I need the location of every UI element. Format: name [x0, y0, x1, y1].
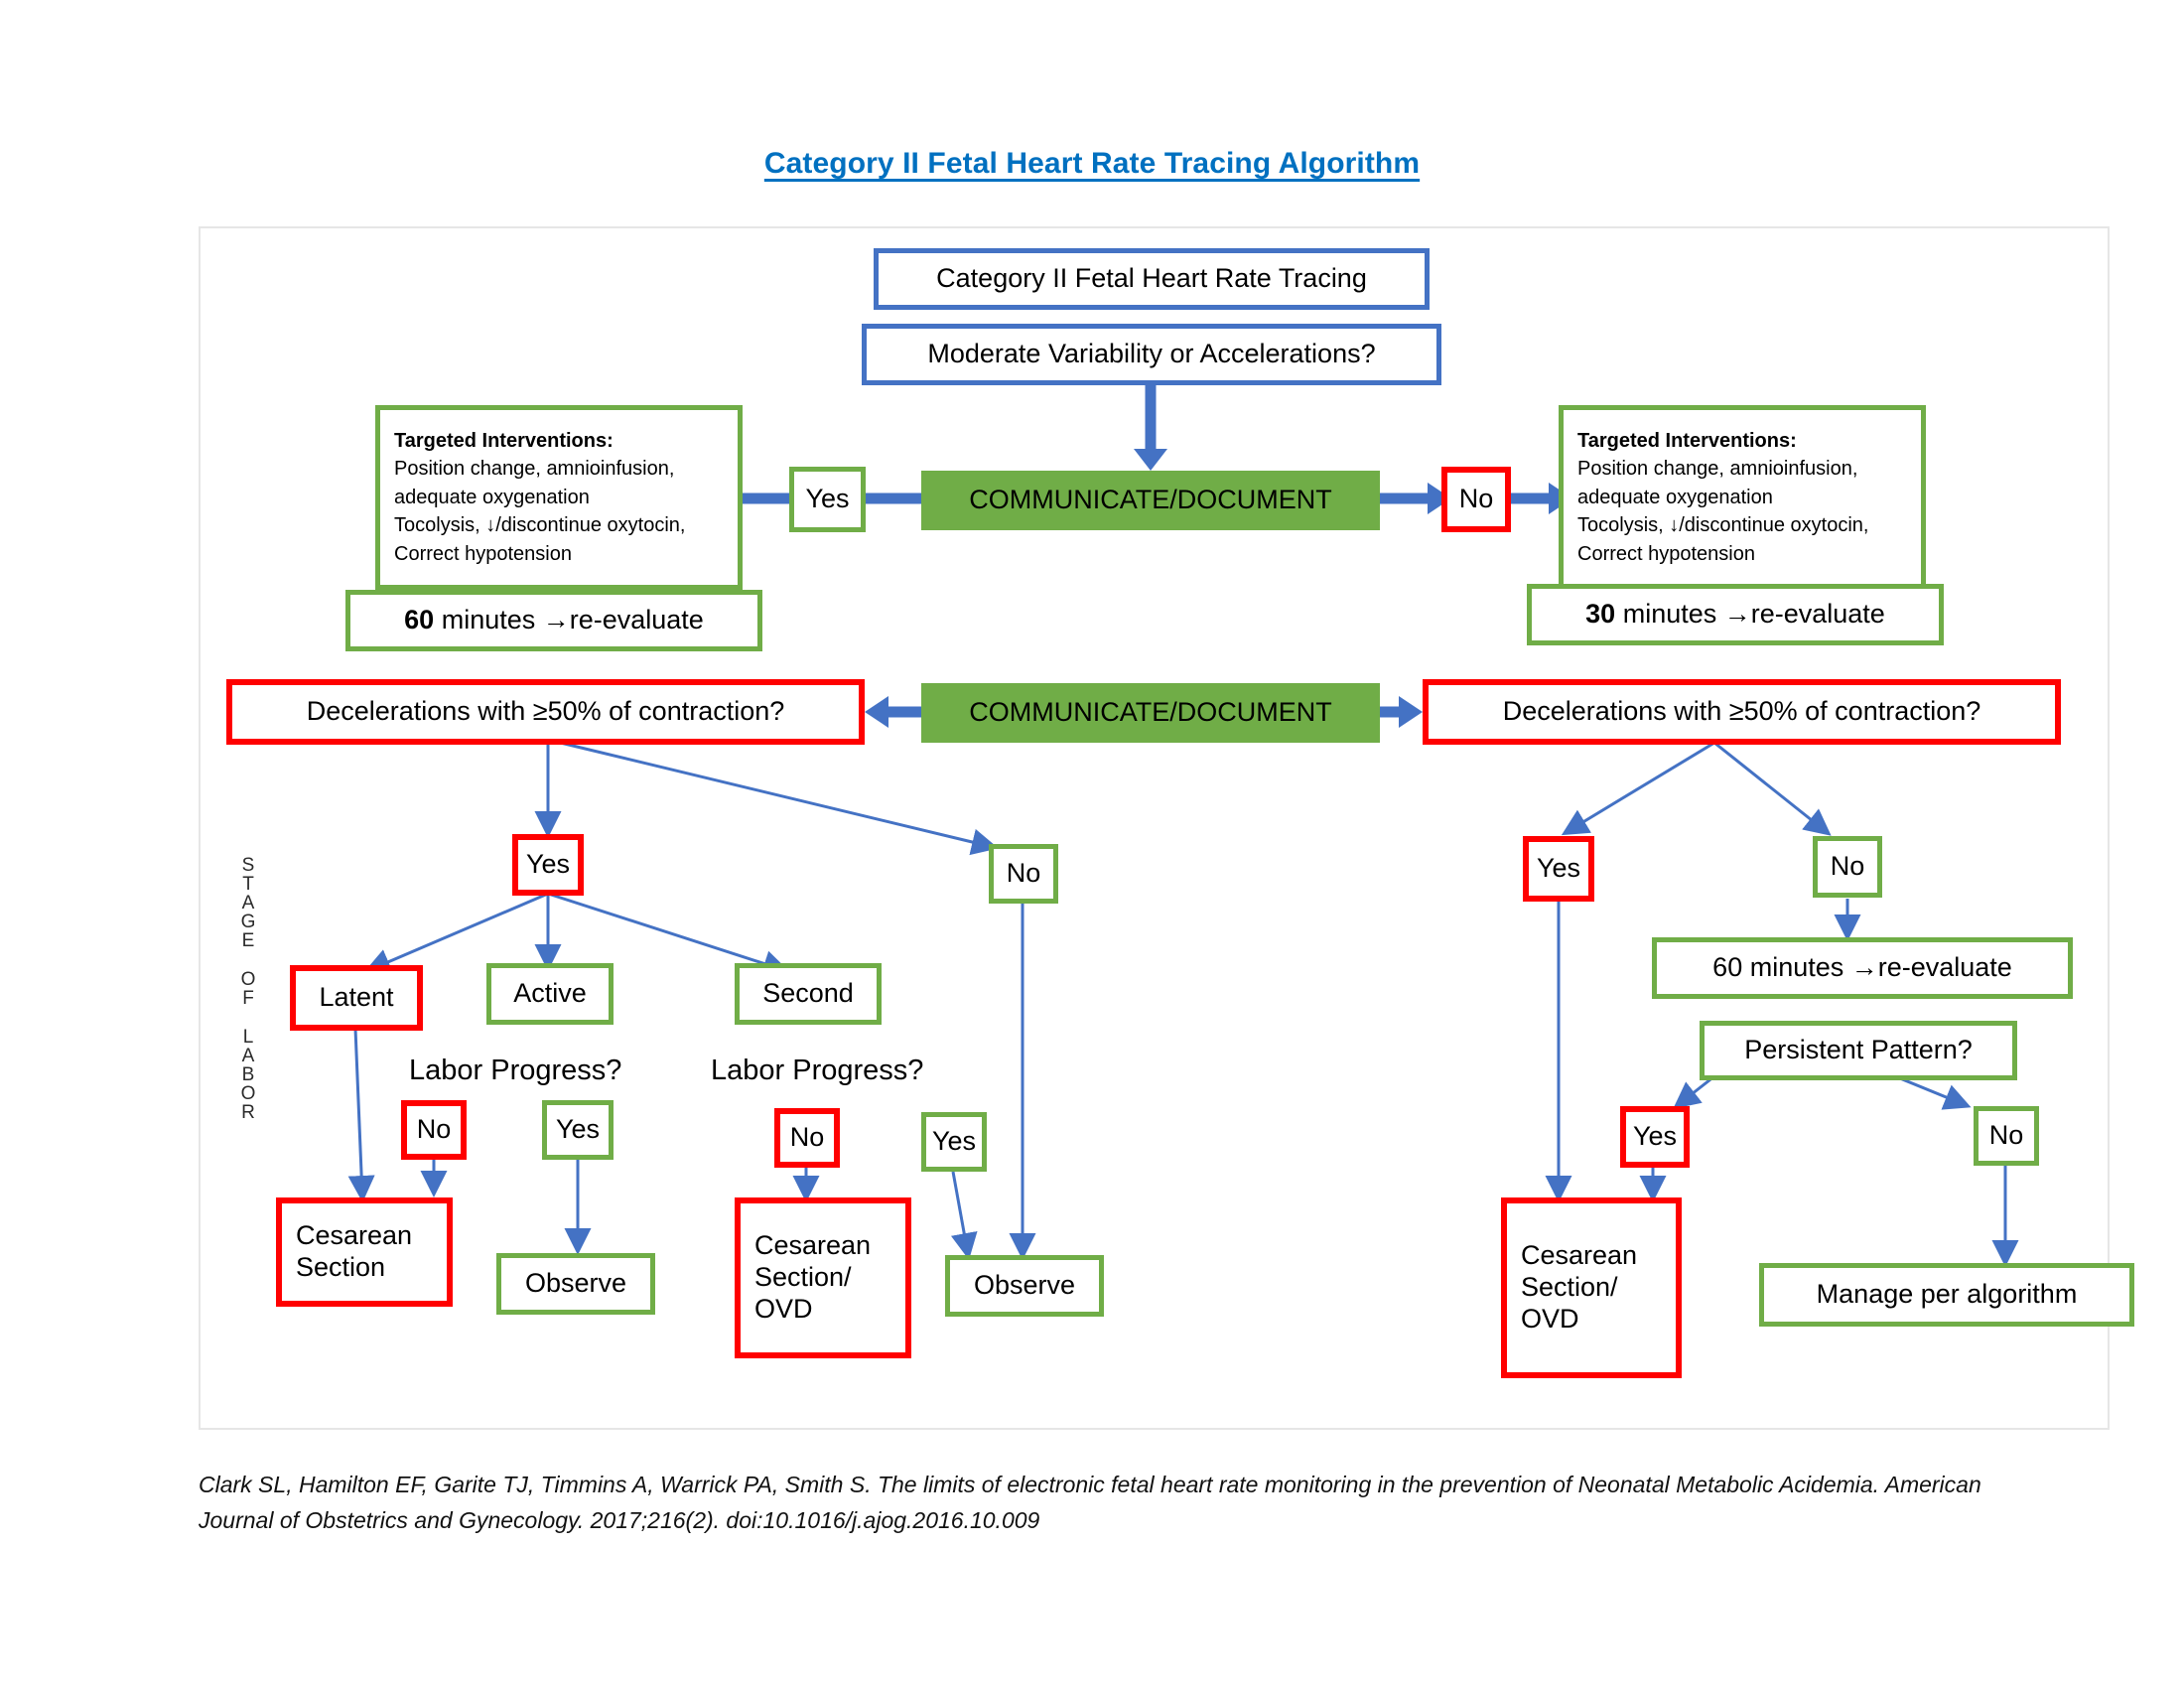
- node-left-yes[interactable]: Yes: [512, 834, 584, 896]
- node-lp2-no[interactable]: No: [774, 1108, 840, 1168]
- node-persistent-pattern[interactable]: Persistent Pattern?: [1700, 1021, 2017, 1080]
- node-lp2-yes[interactable]: Yes: [921, 1112, 987, 1172]
- node-lp1-yes[interactable]: Yes: [542, 1100, 614, 1160]
- stage-of-labor-axis: S T A G E O F L A B O R: [230, 856, 266, 1122]
- node-lp1-yes-label: Yes: [555, 1114, 601, 1145]
- node-reevaluate-left[interactable]: 60 minutes →re-evaluate: [345, 590, 762, 651]
- node-observe-1[interactable]: Observe: [496, 1253, 655, 1315]
- page-title: Category II Fetal Heart Rate Tracing Alg…: [763, 147, 1421, 180]
- node-targeted-interventions-right[interactable]: Targeted Interventions: Position change,…: [1559, 405, 1926, 590]
- node-start[interactable]: Category II Fetal Heart Rate Tracing: [874, 248, 1430, 310]
- node-lp1-no-label: No: [416, 1114, 452, 1145]
- axis-letter: E: [241, 930, 255, 951]
- node-yes-top-label: Yes: [805, 484, 850, 514]
- node-reevaluate-60-right-label: 60 minutes →re-evaluate: [1712, 952, 2012, 983]
- node-left-no[interactable]: No: [989, 844, 1058, 904]
- interventions-left-line-1: Position change, amnioinfusion,: [394, 458, 675, 481]
- node-persistent-pattern-label: Persistent Pattern?: [1744, 1035, 1973, 1065]
- node-manage-per-algorithm-label: Manage per algorithm: [1816, 1279, 2078, 1310]
- node-observe-2[interactable]: Observe: [945, 1255, 1104, 1317]
- axis-letter: B: [241, 1064, 255, 1085]
- node-no-top[interactable]: No: [1441, 467, 1511, 532]
- axis-letter: F: [242, 988, 254, 1009]
- node-right-no-label: No: [1830, 851, 1865, 882]
- node-right-yes[interactable]: Yes: [1523, 836, 1594, 902]
- node-right-yes-label: Yes: [1536, 853, 1581, 884]
- axis-letter: L: [242, 1027, 254, 1048]
- node-left-yes-label: Yes: [525, 849, 571, 880]
- axis-gap: [230, 950, 266, 970]
- axis-letter: O: [240, 1083, 256, 1104]
- label-labor-progress-2: Labor Progress?: [711, 1055, 924, 1086]
- node-communicate-document-2-label: COMMUNICATE/DOCUMENT: [969, 697, 1332, 728]
- node-communicate-document-2[interactable]: COMMUNICATE/DOCUMENT: [921, 683, 1380, 743]
- axis-letter: G: [240, 912, 256, 932]
- node-communicate-document-1-label: COMMUNICATE/DOCUMENT: [969, 485, 1332, 515]
- node-observe-2-label: Observe: [973, 1270, 1076, 1301]
- reevaluate-right-rest: minutes →re-evaluate: [1615, 599, 1885, 630]
- node-reevaluate-60-right[interactable]: 60 minutes →re-evaluate: [1652, 937, 2073, 999]
- node-lp2-yes-label: Yes: [931, 1126, 977, 1157]
- interventions-left-line-2: adequate oxygenation: [394, 486, 590, 508]
- node-question-variability[interactable]: Moderate Variability or Accelerations?: [862, 324, 1441, 385]
- node-left-no-label: No: [1006, 858, 1041, 889]
- axis-letter: S: [241, 855, 255, 876]
- reevaluate-right-minutes: 30: [1585, 599, 1616, 630]
- node-pp-yes-label: Yes: [1632, 1121, 1678, 1152]
- node-stage-second-label: Second: [762, 978, 854, 1009]
- interventions-right-title: Targeted Interventions:: [1577, 430, 1797, 453]
- node-pp-no[interactable]: No: [1974, 1106, 2039, 1166]
- node-stage-second[interactable]: Second: [735, 963, 882, 1025]
- node-cesarean-section-ovd-right-label: Cesarean Section/ OVD: [1521, 1240, 1638, 1334]
- node-question-variability-label: Moderate Variability or Accelerations?: [927, 339, 1376, 369]
- interventions-right-line-2: adequate oxygenation: [1577, 486, 1773, 508]
- node-start-label: Category II Fetal Heart Rate Tracing: [936, 263, 1367, 294]
- axis-letter: R: [241, 1102, 255, 1123]
- node-stage-latent[interactable]: Latent: [290, 965, 423, 1031]
- interventions-right-line-1: Position change, amnioinfusion,: [1577, 458, 1858, 481]
- node-lp2-no-label: No: [789, 1122, 825, 1153]
- node-yes-top[interactable]: Yes: [789, 467, 866, 532]
- node-observe-1-label: Observe: [524, 1268, 627, 1299]
- node-cesarean-section-ovd-right[interactable]: Cesarean Section/ OVD: [1501, 1197, 1682, 1378]
- node-stage-active-label: Active: [513, 978, 587, 1009]
- interventions-left-line-4: Correct hypotension: [394, 542, 572, 565]
- node-cesarean-section-ovd-left[interactable]: Cesarean Section/ OVD: [735, 1197, 911, 1358]
- node-manage-per-algorithm[interactable]: Manage per algorithm: [1759, 1263, 2134, 1327]
- node-right-no[interactable]: No: [1813, 836, 1882, 898]
- node-cesarean-section-label: Cesarean Section: [296, 1220, 413, 1282]
- node-decelerations-right-label: Decelerations with ≥50% of contraction?: [1502, 696, 1981, 727]
- node-decelerations-left-label: Decelerations with ≥50% of contraction?: [306, 696, 785, 727]
- node-communicate-document-1[interactable]: COMMUNICATE/DOCUMENT: [921, 471, 1380, 530]
- node-pp-no-label: No: [1988, 1120, 2024, 1151]
- interventions-right-line-3: Tocolysis, ↓/discontinue oxytocin,: [1577, 514, 1869, 537]
- node-stage-active[interactable]: Active: [486, 963, 614, 1025]
- label-labor-progress-1: Labor Progress?: [409, 1055, 622, 1086]
- axis-letter: T: [242, 874, 254, 895]
- node-cesarean-section-ovd-left-label: Cesarean Section/ OVD: [754, 1230, 872, 1324]
- reevaluate-left-minutes: 60: [404, 605, 435, 635]
- node-decelerations-right[interactable]: Decelerations with ≥50% of contraction?: [1423, 679, 2061, 745]
- node-stage-latent-label: Latent: [319, 982, 394, 1013]
- interventions-left-title: Targeted Interventions:: [394, 430, 614, 453]
- node-cesarean-section[interactable]: Cesarean Section: [276, 1197, 453, 1307]
- axis-letter: A: [241, 893, 255, 914]
- axis-gap: [230, 1008, 266, 1028]
- node-no-top-label: No: [1458, 484, 1494, 514]
- node-targeted-interventions-left[interactable]: Targeted Interventions: Position change,…: [375, 405, 743, 590]
- interventions-left-line-3: Tocolysis, ↓/discontinue oxytocin,: [394, 514, 686, 537]
- citation-text: Clark SL, Hamilton EF, Garite TJ, Timmin…: [199, 1472, 1981, 1533]
- interventions-right-line-4: Correct hypotension: [1577, 542, 1755, 565]
- node-pp-yes[interactable]: Yes: [1620, 1106, 1690, 1168]
- node-reevaluate-right[interactable]: 30 minutes →re-evaluate: [1527, 584, 1944, 645]
- axis-letter: A: [241, 1046, 255, 1066]
- node-lp1-no[interactable]: No: [401, 1100, 467, 1160]
- reevaluate-left-rest: minutes →re-evaluate: [434, 605, 704, 635]
- axis-letter: O: [240, 969, 256, 990]
- node-decelerations-left[interactable]: Decelerations with ≥50% of contraction?: [226, 679, 865, 745]
